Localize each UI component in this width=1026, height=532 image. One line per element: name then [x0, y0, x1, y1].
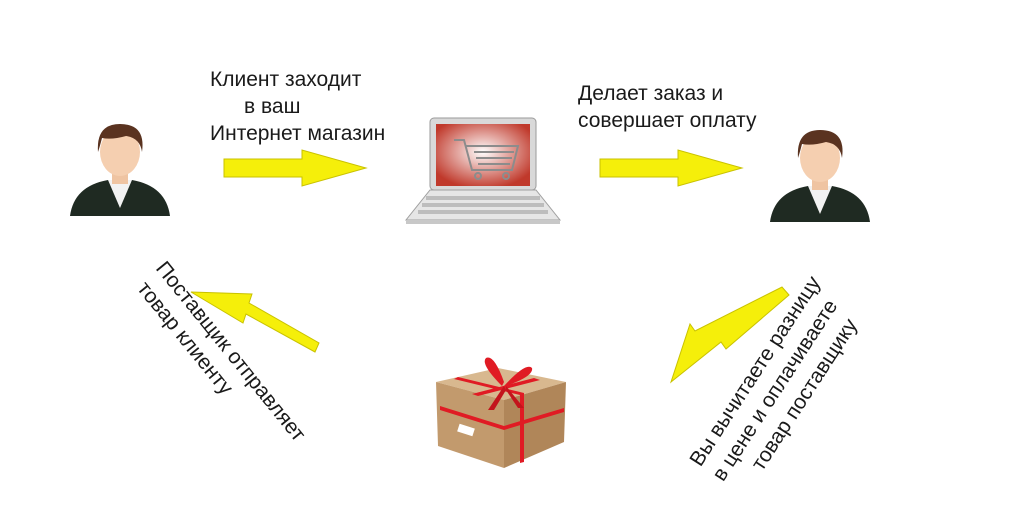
step-enter-shop-line1: Клиент заходит: [210, 68, 362, 91]
you-person-icon: [768, 124, 872, 224]
step-order-pay-label: Делает заказ и совершает оплату: [578, 80, 757, 134]
step-enter-shop-line2: в ваш: [244, 95, 301, 118]
client-person-icon: [68, 118, 172, 218]
shop-laptop-cart-icon: [404, 116, 562, 226]
arrow-supplier-to-client: [188, 286, 320, 372]
arrow-you-to-supplier: [668, 286, 794, 386]
step-enter-shop-line3: Интернет магазин: [210, 122, 386, 145]
step-enter-shop-label: Клиент заходит в ваш Интернет магазин: [210, 66, 385, 147]
arrow-shop-to-you: [598, 148, 744, 188]
step-order-pay-line1: Делает заказ и: [578, 82, 724, 105]
parcel-gift-box-icon: [428, 338, 574, 474]
step-order-pay-line2: совершает оплату: [578, 109, 757, 132]
arrow-client-to-shop: [222, 148, 368, 188]
